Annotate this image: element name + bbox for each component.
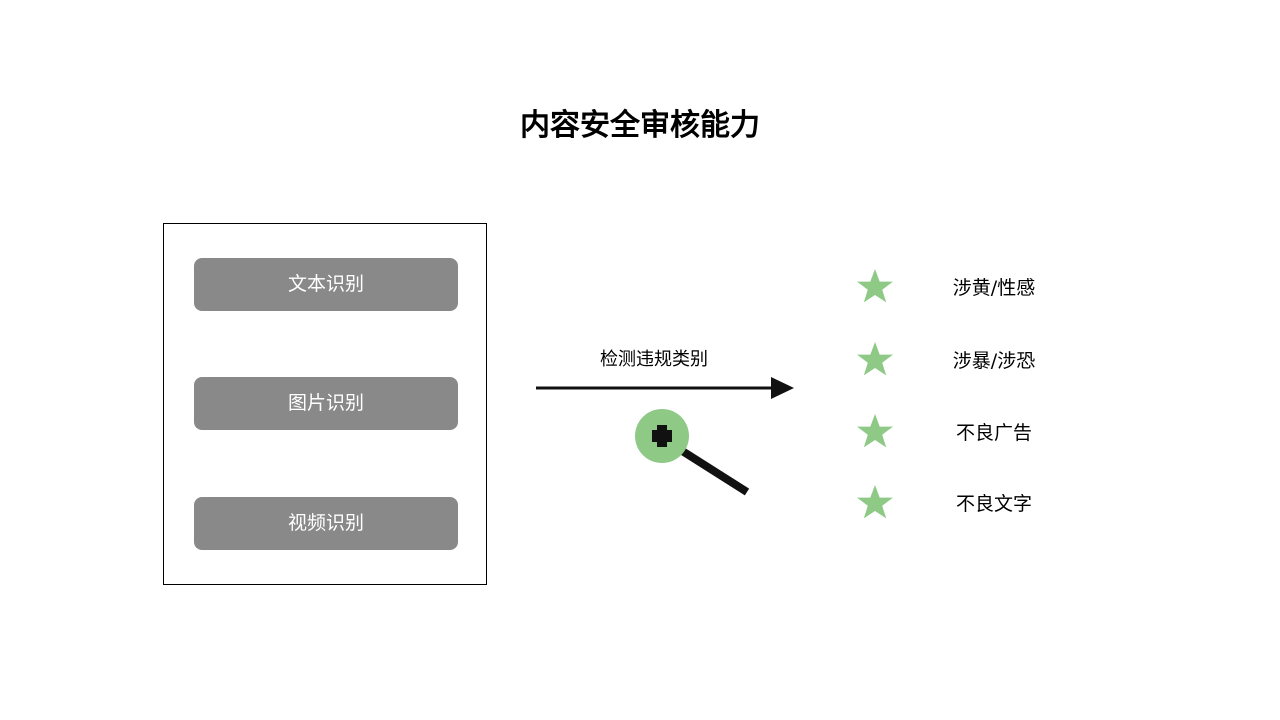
source-text-recognition: 文本识别 [194,258,458,311]
result-item-violence: 涉暴/涉恐 [850,339,1090,383]
result-item-bad-ads: 不良广告 [850,411,1090,455]
arrow-head-icon [771,377,794,399]
magnifier-center-icon [652,425,672,447]
star-icon [857,342,893,376]
source-box: 文本识别 图片识别 视频识别 [163,223,487,585]
result-item-bad-text: 不良文字 [850,482,1090,526]
star-icon [857,485,893,519]
page-title: 内容安全审核能力 [520,108,760,143]
source-image-recognition: 图片识别 [194,377,458,430]
result-label: 涉黄/性感 [952,277,1036,299]
star-icon [857,414,893,448]
magnifier-handle [673,443,750,496]
result-item-pornography: 涉黄/性感 [850,266,1090,310]
result-label: 不良文字 [955,493,1032,515]
result-label: 不良广告 [955,422,1032,444]
result-label: 涉暴/涉恐 [952,350,1036,372]
source-video-recognition: 视频识别 [194,497,458,550]
arrow-label: 检测违规类别 [600,349,708,370]
star-icon [857,269,893,303]
